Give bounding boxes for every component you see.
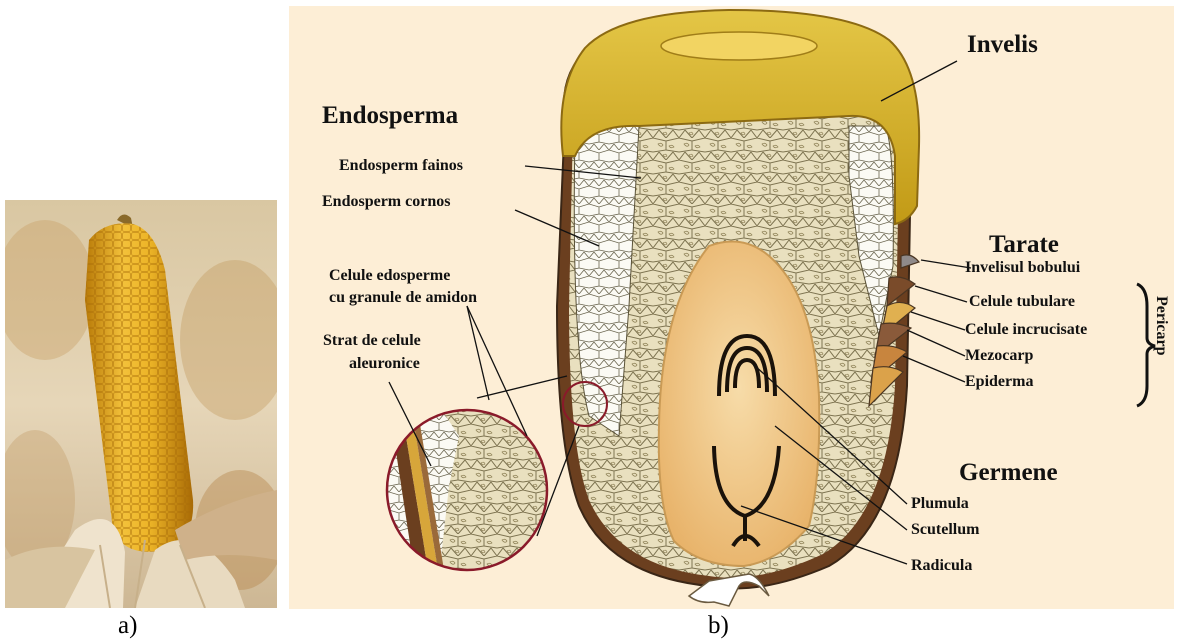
corn-cob-photo	[5, 200, 277, 608]
label-celule-line2: cu granule de amidon	[329, 289, 477, 306]
caption-b: b)	[708, 612, 729, 640]
label-scutellum: Scutellum	[911, 521, 980, 538]
label-tarate: Tarate	[989, 231, 1059, 258]
label-mezocarp: Mezocarp	[965, 347, 1034, 364]
label-endosperma: Endosperma	[322, 102, 459, 129]
label-epiderma: Epiderma	[965, 373, 1033, 390]
label-endosperm-cornos: Endosperm cornos	[322, 193, 450, 210]
label-germene: Germene	[959, 459, 1058, 486]
label-strat-line2: aleuronice	[349, 355, 420, 372]
pericarp-brace	[1137, 284, 1155, 406]
label-pericarp: Pericarp	[1153, 296, 1170, 356]
label-invelisul-bobului: Invelisul bobului	[965, 259, 1081, 276]
label-celule-line1: Celule edosperme	[329, 267, 450, 284]
caption-a: a)	[118, 612, 137, 640]
label-celule-tubulare: Celule tubulare	[969, 293, 1075, 310]
label-endosperm-fainos: Endosperm fainos	[339, 157, 463, 174]
label-strat-line1: Strat de celule	[323, 332, 421, 349]
label-plumula: Plumula	[911, 495, 969, 512]
magnified-inset	[379, 406, 559, 576]
germ	[659, 242, 819, 567]
label-invelis: Invelis	[967, 31, 1038, 58]
corn-kernel-diagram: Invelis Endosperma Endosperm fainos Endo…	[289, 6, 1174, 609]
label-radicula: Radicula	[911, 557, 972, 574]
label-celule-incrucisate: Celule incrucisate	[965, 321, 1087, 338]
